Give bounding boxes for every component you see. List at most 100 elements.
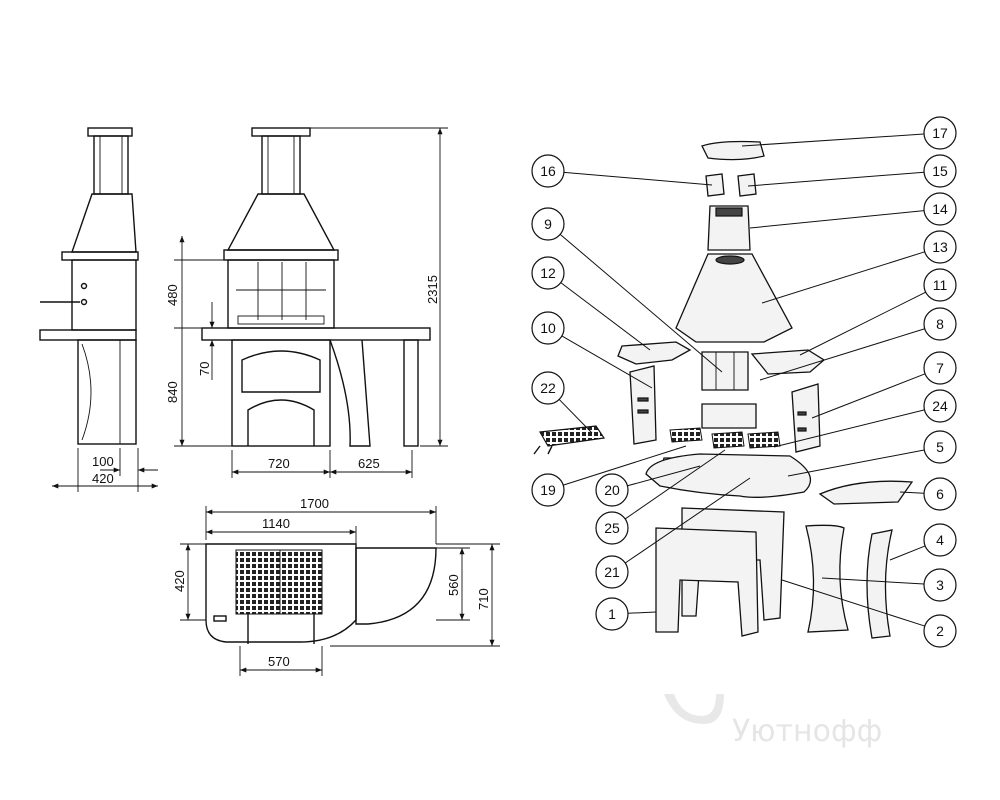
top-side-table [355,547,437,625]
side-firebox [71,259,137,331]
callout-leader [773,409,925,448]
callout-leader [624,477,751,564]
callout-9: 9 [531,207,723,373]
callout-number: 21 [604,564,620,580]
callout-number: 10 [540,320,556,336]
dim-100: 100 [92,454,114,469]
callout-number: 11 [933,277,948,293]
part-15 [737,173,757,197]
side-hood [71,193,137,253]
callout-circle [923,116,957,150]
callout-10: 10 [531,311,653,389]
callout-22: 22 [531,371,593,434]
callout-leader [624,449,726,520]
callout-leader [761,251,925,304]
callout-leader [627,611,657,614]
watermark: Уютнофф [664,694,882,749]
callout-leader [747,171,925,187]
callout-circle [531,473,565,507]
watermark-logo-icon [664,694,724,724]
top-view: 1700 1140 420 560 710 570 [172,496,500,676]
callout-circle [923,154,957,188]
callout-number: 6 [936,486,944,502]
callout-circle [923,230,957,264]
callout-circle [923,307,957,341]
front-side-leg [329,339,371,447]
front-wood-niche [241,350,321,393]
callout-number: 5 [936,439,944,455]
callout-circle [531,207,565,241]
dim-2315: 2315 [425,275,440,304]
side-base [77,339,137,445]
callout-number: 20 [604,482,620,498]
part-17-chimney-cap [701,140,765,161]
watermark-text: Уютнофф [732,714,882,749]
callout-leader [811,373,926,419]
callout-leader [759,328,925,381]
dim-720: 720 [268,456,290,471]
side-chimney-cap [87,127,133,137]
callout-circle [923,430,957,464]
callout-circle [595,511,629,545]
callout-1: 1 [595,597,657,631]
part-7-side-wall [791,383,821,453]
front-arch [247,399,315,446]
callout-circle [595,473,629,507]
part-8-fire-back [701,403,757,429]
callout-number: 14 [932,201,948,217]
front-chimney-cap [251,127,311,137]
callout-11: 11 [799,268,957,356]
callout-leader [560,282,651,351]
dim-840: 840 [165,381,180,403]
callout-leader [889,545,926,561]
side-view: 100 420 [39,127,158,492]
part-19-grate [669,427,703,443]
callout-number: 17 [932,125,948,141]
part-25-grate [711,431,745,449]
callout-number: 13 [932,239,948,255]
callout-8: 8 [759,307,957,381]
callout-leader [558,399,593,434]
callout-circle [531,371,565,405]
side-chimney [93,135,129,195]
callout-12: 12 [531,256,651,351]
part-1-front-base [655,527,759,637]
callout-circle [595,555,629,589]
dim-625: 625 [358,456,380,471]
dim-420-side: 420 [92,471,114,486]
callout-circle [923,568,957,602]
callout-number: 3 [936,577,944,593]
callout-circle [923,389,957,423]
callout-circle [923,523,957,557]
front-view: 480 840 70 2315 720 625 [165,127,448,478]
callout-circle [923,477,957,511]
dim-420-top: 420 [172,570,187,592]
callout-number: 1 [608,606,616,622]
part-22-grill [539,425,606,447]
callout-number: 9 [544,216,552,232]
callout-17: 17 [741,116,957,150]
dim-560: 560 [446,574,461,596]
callout-6: 6 [899,477,957,511]
callout-number: 24 [932,398,948,414]
callout-leader [559,233,723,373]
callout-leader [563,445,687,486]
front-table-leg [403,339,419,447]
part-5-counter [645,453,812,498]
callout-number: 25 [604,520,620,536]
callout-leader [821,577,925,585]
callout-leader [749,210,925,229]
callout-14: 14 [749,192,957,229]
callout-7: 7 [811,351,957,419]
callout-number: 4 [936,532,944,548]
callout-leader [627,465,701,487]
callout-number: 16 [540,163,556,179]
front-base [231,339,331,447]
callout-number: 2 [936,623,944,639]
part-6-side-table [818,480,914,505]
dim-710: 710 [476,588,491,610]
callout-number: 7 [936,360,944,376]
callout-3: 3 [821,568,957,602]
